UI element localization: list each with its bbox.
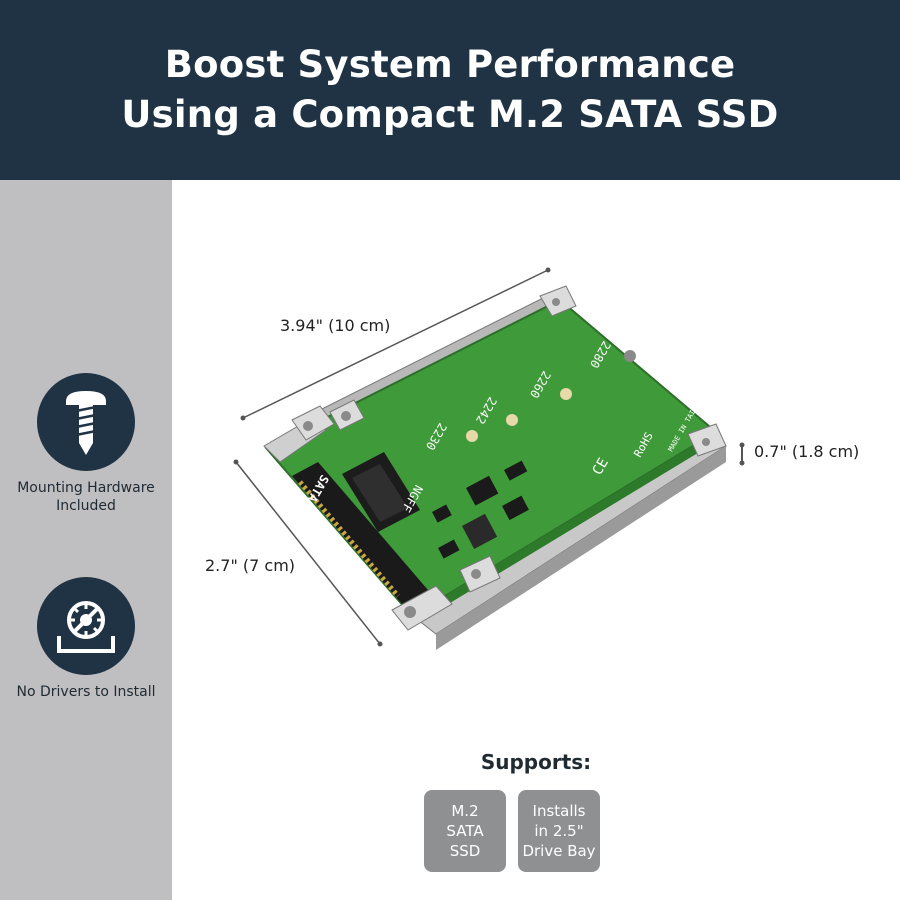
header-title-line2: Using a Compact M.2 SATA SSD (121, 93, 779, 136)
screw-icon (37, 373, 135, 471)
support-tag-m2-sata-ssd: M.2 SATA SSD (424, 790, 506, 872)
dimension-width: 2.7" (7 cm) (205, 556, 296, 575)
dimension-length: 3.94" (10 cm) (280, 316, 391, 335)
dimension-height: 0.7" (1.8 cm) (754, 442, 860, 461)
no-driver-icon (37, 577, 135, 675)
support-tag-drive-bay: Installs in 2.5" Drive Bay (518, 790, 600, 872)
feature-label: Mounting Hardware Included (17, 480, 155, 514)
page-header: Boost System Performance Using a Compact… (0, 0, 900, 180)
feature-mounting-hardware: Mounting Hardware Included (0, 373, 172, 515)
feature-no-drivers: No Drivers to Install (0, 577, 172, 701)
feature-sidebar (0, 180, 172, 900)
supports-title: Supports: (480, 750, 592, 774)
header-title-line1: Boost System Performance (164, 43, 736, 86)
board-label-ce: CE (590, 455, 612, 478)
m2-adapter-image: 2280 2260 2242 2230 NGFF SATA RoHS CE MA… (233, 267, 745, 650)
feature-label: No Drivers to Install (16, 684, 156, 700)
